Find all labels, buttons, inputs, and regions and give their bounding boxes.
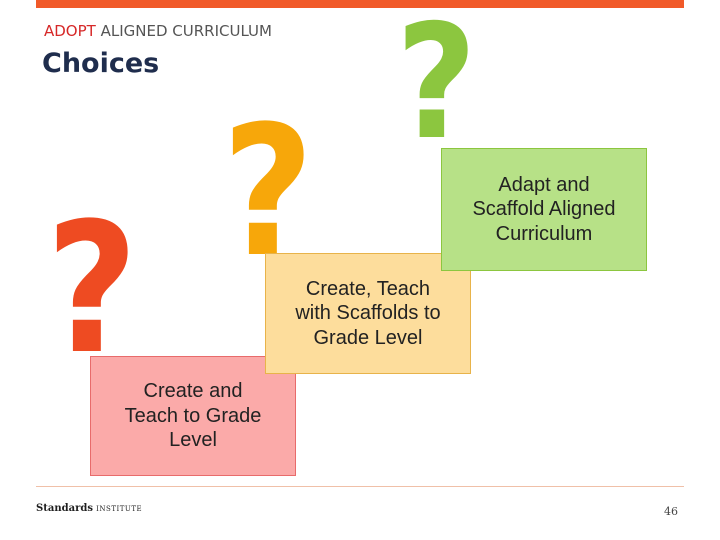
page-number: 46 [664, 505, 678, 518]
choice-box-create-and-teach: Create and Teach to Grade Level [90, 356, 296, 476]
choice-box-adapt-and-scaffold: Adapt and Scaffold Aligned Curriculum [441, 148, 647, 271]
section-kicker: ADOPT ALIGNED CURRICULUM [44, 22, 272, 40]
logo-main-text: Standards [36, 503, 93, 514]
question-mark-icon-green: ? [396, 0, 477, 175]
page-title: Choices [42, 48, 160, 79]
standards-institute-logo: Standards INSTITUTE [36, 503, 142, 514]
logo-sub-text: INSTITUTE [96, 505, 143, 513]
kicker-accent: ADOPT [44, 22, 96, 40]
choice-label: Create and Teach to Grade Level [124, 380, 262, 452]
kicker-rest: ALIGNED CURRICULUM [95, 22, 272, 40]
footer-divider [36, 486, 684, 487]
choice-label: Adapt and Scaffold Aligned Curriculum [472, 173, 616, 245]
choice-label: Create, Teach with Scaffolds to Grade Le… [295, 277, 441, 349]
choice-box-create-with-scaffolds: Create, Teach with Scaffolds to Grade Le… [265, 253, 471, 374]
top-accent-bar [36, 0, 684, 8]
question-mark-icon-orange: ? [222, 88, 314, 297]
question-mark-icon-red: ? [46, 185, 138, 394]
